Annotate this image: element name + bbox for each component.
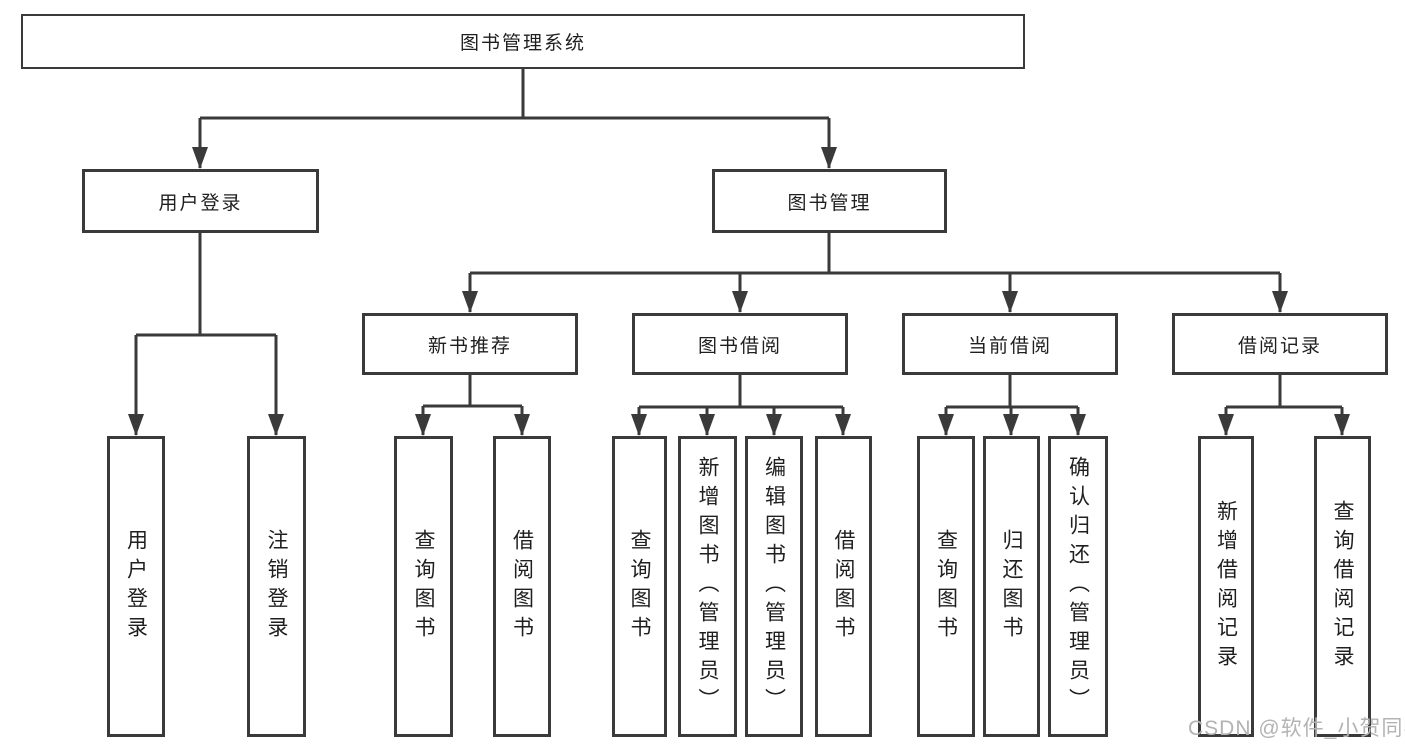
leaf-add-borrow-record: 新增借阅记录 [1198,436,1254,737]
node-label: 查询图书 [412,528,435,645]
node-label: 图书管理系统 [459,33,586,54]
leaf-user-login: 用户登录 [107,436,165,737]
node-label: 新书推荐 [427,335,512,357]
node-label: 借阅记录 [1237,335,1322,357]
connector-book-management-children [462,233,1288,313]
node-label: 查询借阅记录 [1331,499,1354,674]
node-label: 新增借阅记录 [1214,499,1238,674]
node-root-library-system: 图书管理系统 [21,14,1025,69]
leaf-query-borrow-record: 查询借阅记录 [1314,436,1371,737]
node-label: 借阅图书 [510,528,534,645]
connector-new-book-children [415,375,530,436]
node-new-book-recommend: 新书推荐 [362,313,578,375]
connector-user-login-children [128,233,284,436]
node-book-management: 图书管理 [712,169,947,233]
csdn-watermark: CSDN @软件_小贺同学 [1188,717,1405,740]
node-user-login: 用户登录 [82,169,319,233]
leaf-return-books: 归还图书 [983,436,1040,737]
node-label: 归还图书 [1000,528,1023,645]
node-label: 查询图书 [628,528,651,645]
leaf-add-books-admin: 新增图书（管理员） [678,436,737,737]
node-book-borrow: 图书借阅 [632,313,848,375]
connector-root-to-level2 [192,69,837,169]
node-label: 注销登录 [265,528,288,645]
leaf-borrow-books-recommend: 借阅图书 [493,436,551,737]
leaf-logout: 注销登录 [247,436,306,737]
node-label: 查询图书 [934,528,958,645]
node-label: 确认归还（管理员） [1066,456,1090,717]
node-label: 编辑图书（管理员） [762,456,786,717]
leaf-query-books-current: 查询图书 [917,436,975,737]
connector-book-borrow-children [631,375,851,436]
node-label: 图书借阅 [697,335,782,357]
node-label: 用户登录 [124,528,148,645]
node-current-borrow: 当前借阅 [902,313,1118,375]
leaf-query-books-recommend: 查询图书 [394,436,453,737]
node-label: 用户登录 [158,192,243,214]
leaf-edit-books-admin: 编辑图书（管理员） [745,436,803,737]
node-label: 借阅图书 [832,528,855,645]
node-label: 当前借阅 [967,335,1052,357]
leaf-borrow-books: 借阅图书 [815,436,872,737]
node-label: 图书管理 [787,192,872,214]
leaf-confirm-return-admin: 确认归还（管理员） [1048,436,1108,737]
connector-current-borrow-children [938,375,1086,436]
node-label: 新增图书（管理员） [696,456,719,717]
connector-borrow-records-children [1218,375,1350,436]
leaf-query-books-borrow: 查询图书 [612,436,667,737]
node-borrow-records: 借阅记录 [1172,313,1388,375]
